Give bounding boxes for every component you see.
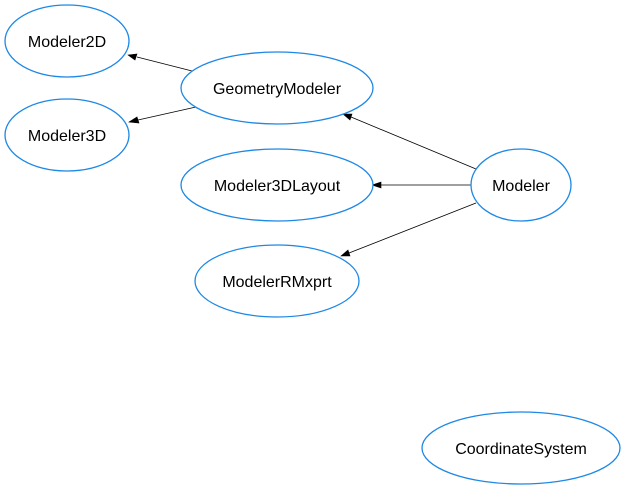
node-modelerrmxprt-label: ModelerRMxprt: [222, 274, 332, 291]
node-modeler3dlayout-shape: [180, 148, 374, 222]
nodes-layer: Modeler2D Modeler3D GeometryModeler Mode…: [4, 4, 621, 485]
edge-geometrymodeler-to-modeler3d: [128, 106, 197, 124]
node-modeler2d-shape: [4, 4, 130, 78]
node-geometrymodeler-label: GeometryModeler: [213, 81, 342, 98]
node-modeler-label: Modeler: [492, 178, 550, 195]
node-coordinatesystem-shape: [421, 411, 621, 485]
node-coordinatesystem-label: CoordinateSystem: [455, 441, 587, 458]
edge-modeler-to-modeler3dlayout: [371, 181, 471, 189]
edge-geometrymodeler-to-modeler2d: [127, 53, 197, 73]
node-modelerrmxprt-shape: [194, 244, 360, 318]
node-modeler3d-shape: [4, 98, 130, 172]
node-modeler3dlayout[interactable]: Modeler3DLayout: [180, 148, 374, 222]
edge-modeler-to-geometrymodeler: [342, 113, 477, 170]
node-geometrymodeler[interactable]: GeometryModeler: [180, 51, 374, 125]
node-coordinatesystem[interactable]: CoordinateSystem: [421, 411, 621, 485]
node-modeler2d-label: Modeler2D: [28, 34, 106, 51]
edges-layer: [127, 53, 477, 257]
node-geometrymodeler-shape: [180, 51, 374, 125]
node-modeler2d[interactable]: Modeler2D: [4, 4, 130, 78]
edge-modeler-to-modelerrmxprt: [340, 202, 477, 257]
node-modeler-shape: [470, 148, 572, 222]
node-modeler3d[interactable]: Modeler3D: [4, 98, 130, 172]
node-modeler3dlayout-label: Modeler3DLayout: [214, 178, 341, 195]
node-modeler3d-label: Modeler3D: [28, 128, 106, 145]
node-modeler[interactable]: Modeler: [470, 148, 572, 222]
node-modelerrmxprt[interactable]: ModelerRMxprt: [194, 244, 360, 318]
